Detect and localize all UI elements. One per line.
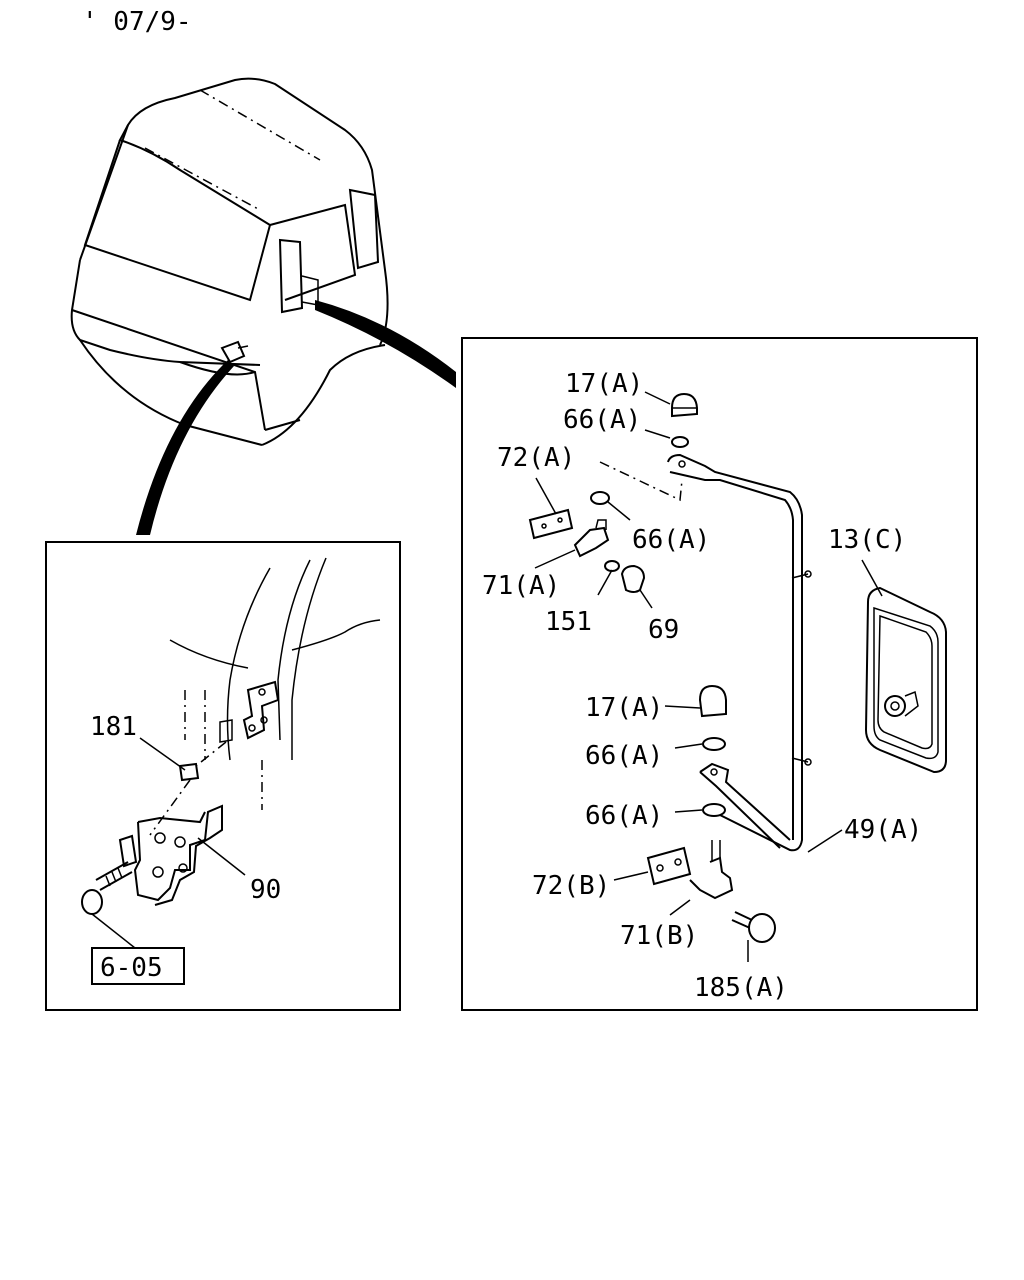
label-66a-1: 66(A) [563, 405, 641, 435]
mirror-head-icon [864, 586, 947, 774]
label-69: 69 [648, 615, 679, 645]
label-72b: 72(B) [532, 871, 610, 901]
label-66a-4: 66(A) [585, 801, 663, 831]
label-66a-2: 66(A) [632, 525, 710, 555]
label-185a: 185(A) [694, 973, 788, 1003]
label-ref-box: 6-05 [100, 953, 163, 983]
label-71b: 71(B) [620, 921, 698, 951]
mirror-detail-drawing [528, 391, 843, 962]
date-code: ' 07/9- [82, 7, 192, 37]
cap-nut-icon [671, 392, 698, 418]
label-151: 151 [545, 607, 592, 637]
clip-nut-icon [178, 762, 200, 782]
label-181: 181 [90, 712, 137, 742]
cab-outline-icon [70, 77, 389, 446]
label-13c: 13(C) [828, 525, 906, 555]
leader-to-mirror-box [315, 300, 456, 388]
reference-box [91, 947, 185, 985]
label-90: 90 [250, 875, 281, 905]
bracket-detail-drawing [81, 557, 381, 949]
bracket-detail-box [45, 541, 401, 1011]
label-66a-3: 66(A) [585, 741, 663, 771]
label-71a: 71(A) [482, 571, 560, 601]
label-17a-mid: 17(A) [585, 693, 663, 723]
washer-icon [671, 436, 689, 448]
mirror-detail-box [461, 337, 978, 1011]
label-17a-top: 17(A) [565, 369, 643, 399]
bracket-icon [133, 804, 223, 906]
leader-to-bracket-box [136, 360, 234, 535]
bolt-icon [81, 861, 133, 915]
label-49a: 49(A) [844, 815, 922, 845]
label-72a: 72(A) [497, 443, 575, 473]
